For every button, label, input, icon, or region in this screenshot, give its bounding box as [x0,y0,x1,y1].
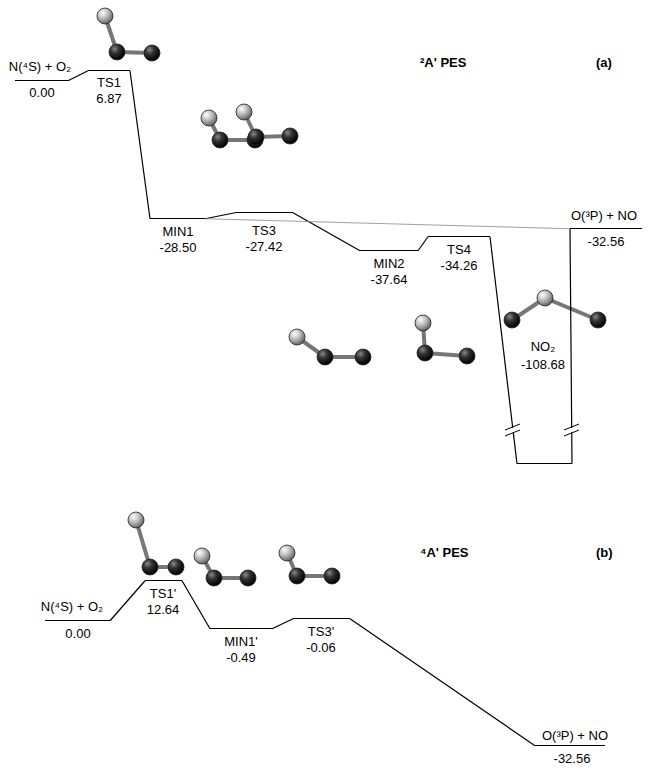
level-name: MIN2 [372,256,405,271]
level-name: NO₂ [530,339,557,354]
energy-value: -108.68 [520,357,566,372]
panel-letter: (b) [596,545,613,560]
product-level: O(³P) + NO-32.56 [570,228,642,229]
level-name: MIN1' [223,634,259,649]
energy-value: -32.56 [587,234,626,249]
transition-state-level: TS3'-0.06 [293,618,350,619]
transition-state-level: TS1'12.64 [145,580,182,581]
level-name: O(³P) + NO [570,208,638,223]
level-name: TS3' [307,624,335,639]
reaction-path-line [110,581,145,621]
level-name: MIN1 [161,224,194,239]
energy-value: 0.00 [28,85,55,100]
energy-value: 0.00 [64,626,91,641]
transition-state-level: TS4-34.26 [428,236,490,237]
minimum-level: MIN1-28.50 [150,218,205,219]
reactant-level: N(⁴S) + O₂0.00 [45,620,110,621]
minimum-level: MIN2-37.64 [360,250,418,251]
surface-label: ²A' PES [420,55,466,70]
energy-value: -37.64 [370,272,409,287]
reaction-path-line [350,619,535,746]
reaction-path-line [293,213,360,251]
reactant-level: N(⁴S) + O₂0.00 [15,80,68,81]
product-level: NO₂-108.68 [517,463,572,464]
reaction-path-line [205,213,235,219]
reaction-path-line [130,71,150,219]
reaction-path-line [182,581,210,629]
level-name: TS1' [149,586,177,601]
reaction-path-line [272,619,293,629]
level-name: N(⁴S) + O₂ [40,599,104,614]
reaction-path-line [418,237,428,251]
energy-value: -32.56 [553,751,592,766]
level-name: O(³P) + NO [541,728,609,743]
level-name: N(⁴S) + O₂ [8,59,72,74]
panel-letter: (a) [596,55,612,70]
energy-value: -28.50 [159,240,198,255]
transition-state-level: TS16.87 [88,70,130,71]
energy-value: -27.42 [245,239,284,254]
level-name: TS3 [251,223,277,238]
energy-value: 12.64 [146,602,181,617]
energy-value: -0.49 [225,650,257,665]
energy-value: -34.26 [440,258,479,273]
product-level: O(³P) + NO-32.56 [535,745,605,746]
level-name: TS1 [96,75,122,90]
minimum-level: MIN1'-0.49 [210,628,272,629]
level-name: TS4 [446,242,472,257]
transition-state-level: TS3-27.42 [235,212,293,213]
energy-value: 6.87 [95,91,122,106]
surface-label: ⁴A' PES [420,545,469,560]
energy-value: -0.06 [305,640,337,655]
